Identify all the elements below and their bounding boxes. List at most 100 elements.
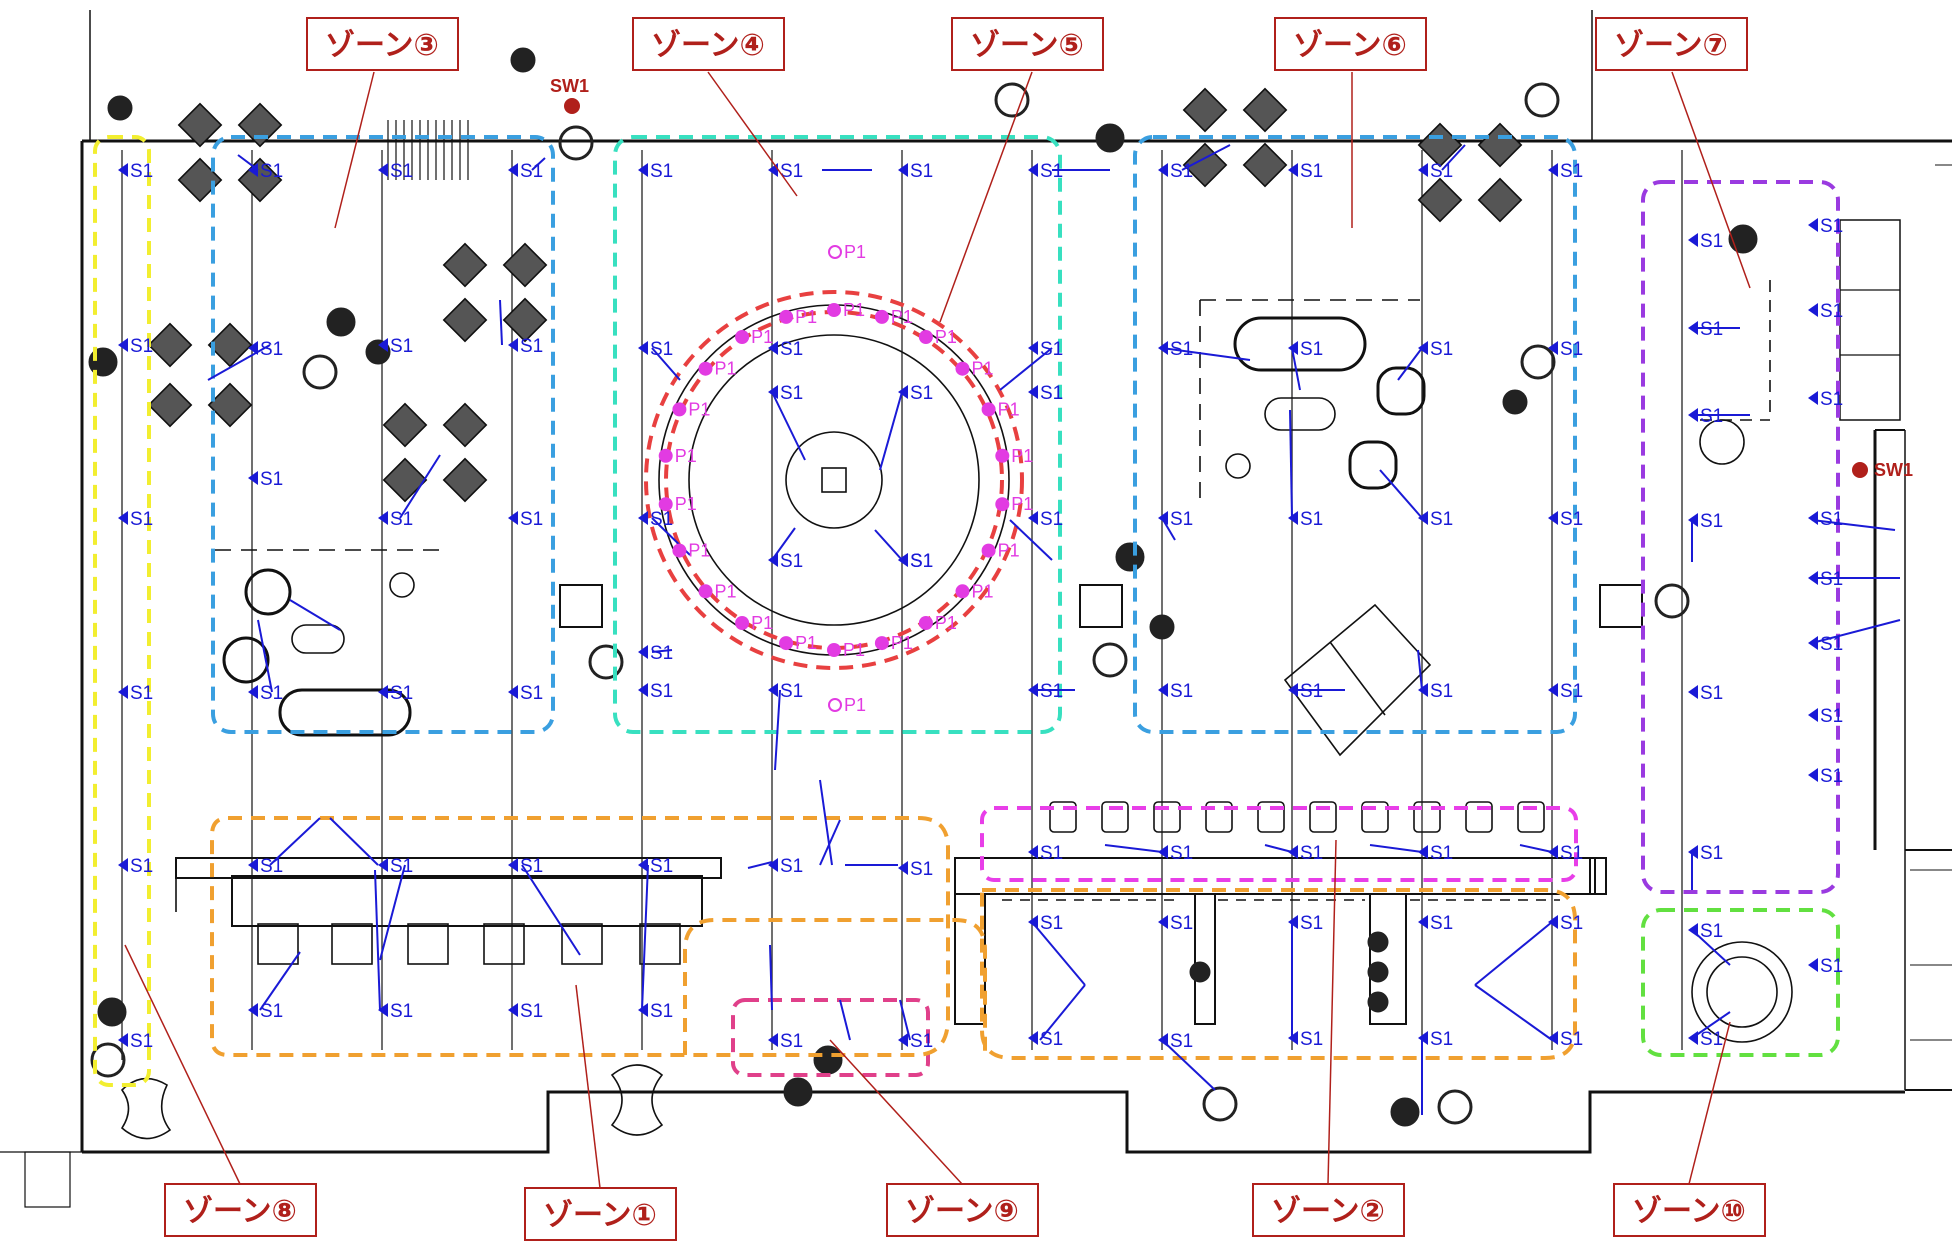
pendant-p1-marker — [955, 361, 970, 376]
speaker-s1-marker — [1548, 341, 1558, 355]
pendant-p1: P1 — [658, 494, 697, 514]
pendant-p1: P1 — [658, 446, 697, 466]
speaker-s1: S1 — [1418, 509, 1453, 530]
speaker-s1: S1 — [768, 681, 803, 702]
table-set-ne1 — [1182, 87, 1288, 188]
speaker-direction-arrow — [769, 944, 773, 1011]
speaker-s1-label: S1 — [390, 336, 413, 357]
switch-sw1-top: SW1 — [550, 76, 589, 114]
speaker-direction-arrow — [1811, 519, 1896, 531]
speaker-s1-label: S1 — [130, 336, 153, 357]
speaker-s1-marker — [1808, 708, 1818, 722]
speaker-s1: S1 — [638, 643, 673, 664]
speaker-s1-label: S1 — [1820, 509, 1843, 530]
speaker-s1-label: S1 — [1560, 161, 1583, 182]
speaker-s1-label: S1 — [1820, 216, 1843, 237]
speaker-s1-marker — [378, 858, 388, 872]
speaker-direction-arrow — [329, 817, 379, 866]
speaker-s1: S1 — [118, 856, 153, 877]
pendant-p1: P1 — [698, 581, 737, 601]
table-set-nw — [177, 102, 283, 203]
speaker-s1-label: S1 — [130, 1031, 153, 1052]
speaker-s1-marker — [638, 858, 648, 872]
pendant-p1-marker — [735, 330, 750, 344]
svg-text:ゾーン⑤: ゾーン⑤ — [970, 28, 1084, 63]
speaker-s1-marker — [1808, 768, 1818, 782]
speaker-direction-arrow — [1691, 1011, 1731, 1039]
speaker-s1: S1 — [768, 1031, 803, 1052]
speaker-s1: S1 — [1808, 389, 1843, 410]
speaker-s1-marker — [508, 163, 518, 177]
speaker-s1: S1 — [248, 161, 283, 182]
speaker-s1: S1 — [898, 383, 933, 404]
speaker-s1-label: S1 — [1560, 339, 1583, 360]
speaker-s1: S1 — [1288, 681, 1323, 702]
speaker-s1: S1 — [638, 681, 673, 702]
speaker-s1-label: S1 — [910, 1031, 933, 1052]
pendant-p1: P1 — [955, 581, 994, 601]
speaker-s1: S1 — [1688, 319, 1723, 340]
speaker-s1-marker — [1028, 1031, 1038, 1045]
speaker-s1-marker — [768, 163, 778, 177]
pendant-p1-label: P1 — [998, 541, 1020, 561]
pendant-p1: P1 — [827, 300, 865, 320]
pendant-p1: P1 — [981, 399, 1020, 419]
speaker-s1-marker — [1688, 233, 1698, 247]
pendant-p1-marker — [995, 497, 1010, 512]
speaker-s1: S1 — [248, 683, 283, 704]
speaker-s1: S1 — [1808, 956, 1843, 977]
pendant-p1-label: P1 — [675, 494, 697, 514]
speaker-s1: S1 — [1808, 301, 1843, 322]
speaker-s1-label: S1 — [1170, 913, 1193, 934]
speaker-direction-arrow — [521, 864, 581, 956]
speaker-s1-label: S1 — [1820, 956, 1843, 977]
speaker-s1-label: S1 — [1700, 1029, 1723, 1050]
switch-sw1-right: SW1 — [1852, 460, 1913, 480]
speaker-s1-label: S1 — [1700, 843, 1723, 864]
zone-3-outline — [211, 135, 555, 734]
speaker-direction-arrow — [1474, 984, 1553, 1041]
pendant-p1: P1 — [735, 613, 773, 633]
speaker-s1-label: S1 — [260, 1001, 283, 1022]
speaker-s1: S1 — [1288, 509, 1323, 530]
speaker-s1-marker — [898, 553, 908, 567]
speaker-s1-label: S1 — [1820, 706, 1843, 727]
speaker-s1-marker — [1418, 683, 1428, 697]
speaker-direction-arrow — [499, 299, 503, 346]
speaker-s1-marker — [508, 338, 518, 352]
pendant-p1-label: P1 — [715, 359, 737, 379]
pendant-p1-label: P1 — [935, 613, 957, 633]
speaker-s1: S1 — [1288, 843, 1323, 864]
speaker-s1-marker — [898, 385, 908, 399]
pendant-p1-marker — [828, 698, 842, 712]
counter-bar-west — [175, 857, 722, 965]
speaker-direction-arrow — [257, 619, 273, 693]
speaker-direction-arrow — [874, 529, 903, 561]
speaker-direction-arrow — [651, 649, 673, 653]
speaker-s1-label: S1 — [1820, 301, 1843, 322]
speaker-s1-marker — [1808, 218, 1818, 232]
speaker-s1: S1 — [898, 551, 933, 572]
speaker-direction-arrow — [1104, 844, 1163, 853]
speaker-s1: S1 — [898, 161, 933, 182]
speaker-s1-label: S1 — [910, 859, 933, 880]
speaker-direction-arrow — [651, 347, 681, 381]
speaker-s1-marker — [768, 341, 778, 355]
speaker-s1-label: S1 — [390, 161, 413, 182]
zone-7-outline — [1641, 180, 1840, 894]
pendant-p1-marker — [672, 543, 687, 558]
speaker-s1-label: S1 — [130, 509, 153, 530]
table-set-ne2 — [1417, 122, 1523, 223]
speaker-s1: S1 — [378, 856, 413, 877]
speaker-direction-arrow — [1417, 649, 1423, 691]
speaker-s1-label: S1 — [1170, 1031, 1193, 1052]
speaker-s1: S1 — [1808, 509, 1843, 530]
speaker-s1-label: S1 — [260, 683, 283, 704]
circular-bar — [658, 304, 1010, 656]
speaker-direction-arrow — [1009, 519, 1053, 561]
svg-text:ゾーン⑩: ゾーン⑩ — [1632, 1194, 1746, 1229]
speaker-s1-marker — [248, 163, 258, 177]
speaker-s1-marker — [1028, 511, 1038, 525]
speaker-s1-label: S1 — [130, 683, 153, 704]
